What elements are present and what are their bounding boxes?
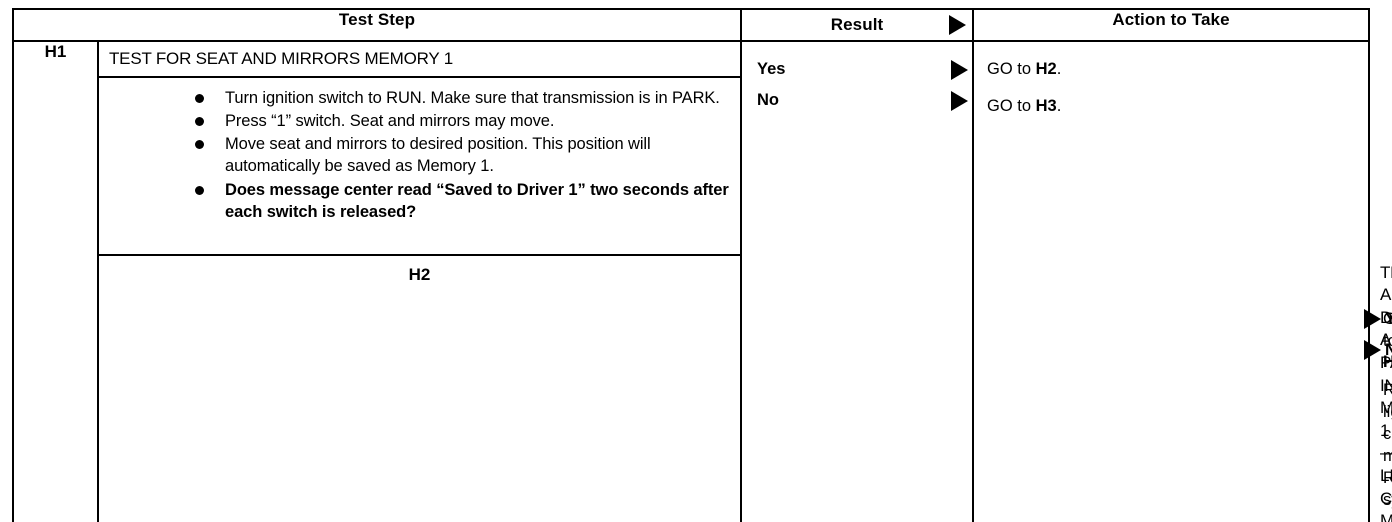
step-list-h1: Turn ignition switch to RUN. Make sure t… <box>99 78 740 235</box>
action-step-ref: H3 <box>1035 97 1057 115</box>
action-suffix: . <box>1056 60 1062 78</box>
action-prefix: GO to <box>987 60 1036 78</box>
diagnostic-test-table: Test Step Result Action to Take H1 TEST … <box>12 8 1392 522</box>
result-label: No <box>1385 340 1392 359</box>
right-triangle-icon <box>949 15 966 35</box>
action-row: REPLACE lighting control module. RETEST … <box>1370 374 1392 512</box>
list-item-text: Does message center read “Saved to Drive… <box>225 180 729 221</box>
action-prefix: GO to <box>987 97 1036 115</box>
action-row: GO to H2. <box>974 54 1368 90</box>
list-item: Press “1” switch. Seat and mirrors may m… <box>99 110 732 132</box>
action-suffix: . <box>1056 97 1062 115</box>
result-row-no: No <box>742 85 972 116</box>
table-row: H1 TEST FOR SEAT AND MIRRORS MEMORY 1 Tu… <box>12 40 1370 522</box>
action-text: GO to H3. <box>1383 309 1392 375</box>
action-step-ref: H3 <box>1383 353 1392 372</box>
step-title-h2: TEST AUTOLAMP DELAY AND PANEL INTENSITY … <box>1370 256 1392 522</box>
action-cell-h1: GO to H2. GO to H3. <box>972 40 1370 522</box>
step-id-h2: H2 <box>97 253 742 522</box>
result-row-no: No <box>1364 335 1392 366</box>
action-text: GO to H2. <box>987 59 1061 81</box>
list-item: Move seat and mirrors to desired positio… <box>99 133 732 178</box>
action-text: GO to H3. <box>987 96 1061 118</box>
step-id-h1: H1 <box>12 40 99 522</box>
list-item-text: Turn ignition switch to RUN. Make sure t… <box>225 88 720 107</box>
result-label: Yes <box>1385 309 1392 328</box>
right-triangle-icon <box>951 90 968 111</box>
right-triangle-icon <box>951 59 968 80</box>
result-label: Yes <box>757 60 786 78</box>
action-row: GO to H3. <box>1370 304 1392 375</box>
list-item-text: Press “1” switch. Seat and mirrors may m… <box>225 111 555 130</box>
column-header-action-to-take: Action to Take <box>972 8 1370 42</box>
right-triangle-icon <box>1364 309 1381 330</box>
list-item: Turn ignition switch to RUN. Make sure t… <box>99 87 732 109</box>
column-header-result: Result <box>740 8 974 42</box>
action-prefix: GO to <box>1383 309 1392 350</box>
bullet-icon <box>195 93 204 103</box>
column-header-result-label: Result <box>830 15 884 34</box>
action-suffix: REPLACE lighting control module. RETEST … <box>1383 381 1392 510</box>
step-title-h1: TEST FOR SEAT AND MIRRORS MEMORY 1 <box>99 42 740 78</box>
result-label: No <box>757 91 779 109</box>
table-header-row: Test Step Result Action to Take <box>12 8 1370 42</box>
result-cell-h1: Yes No <box>740 40 974 522</box>
bullet-icon <box>195 116 204 126</box>
action-step-ref: H2 <box>1035 60 1057 78</box>
table-row: H2 TEST AUTOLAMP DELAY AND PANEL INTENSI… <box>13 253 1392 522</box>
action-row: GO to H3. <box>974 90 1368 127</box>
result-row-yes: Yes <box>1364 304 1392 335</box>
list-item: Does message center read “Saved to Drive… <box>99 179 732 224</box>
list-item-text: Move seat and mirrors to desired positio… <box>225 135 651 176</box>
step-body-h1: TEST FOR SEAT AND MIRRORS MEMORY 1 Turn … <box>97 40 742 256</box>
result-row-yes: Yes <box>742 54 972 85</box>
bullet-icon <box>195 140 204 150</box>
bullet-icon <box>195 185 204 195</box>
column-header-test-step: Test Step <box>12 8 742 42</box>
action-text: REPLACE lighting control module. RETEST … <box>1383 380 1392 512</box>
right-triangle-icon <box>1364 340 1381 361</box>
